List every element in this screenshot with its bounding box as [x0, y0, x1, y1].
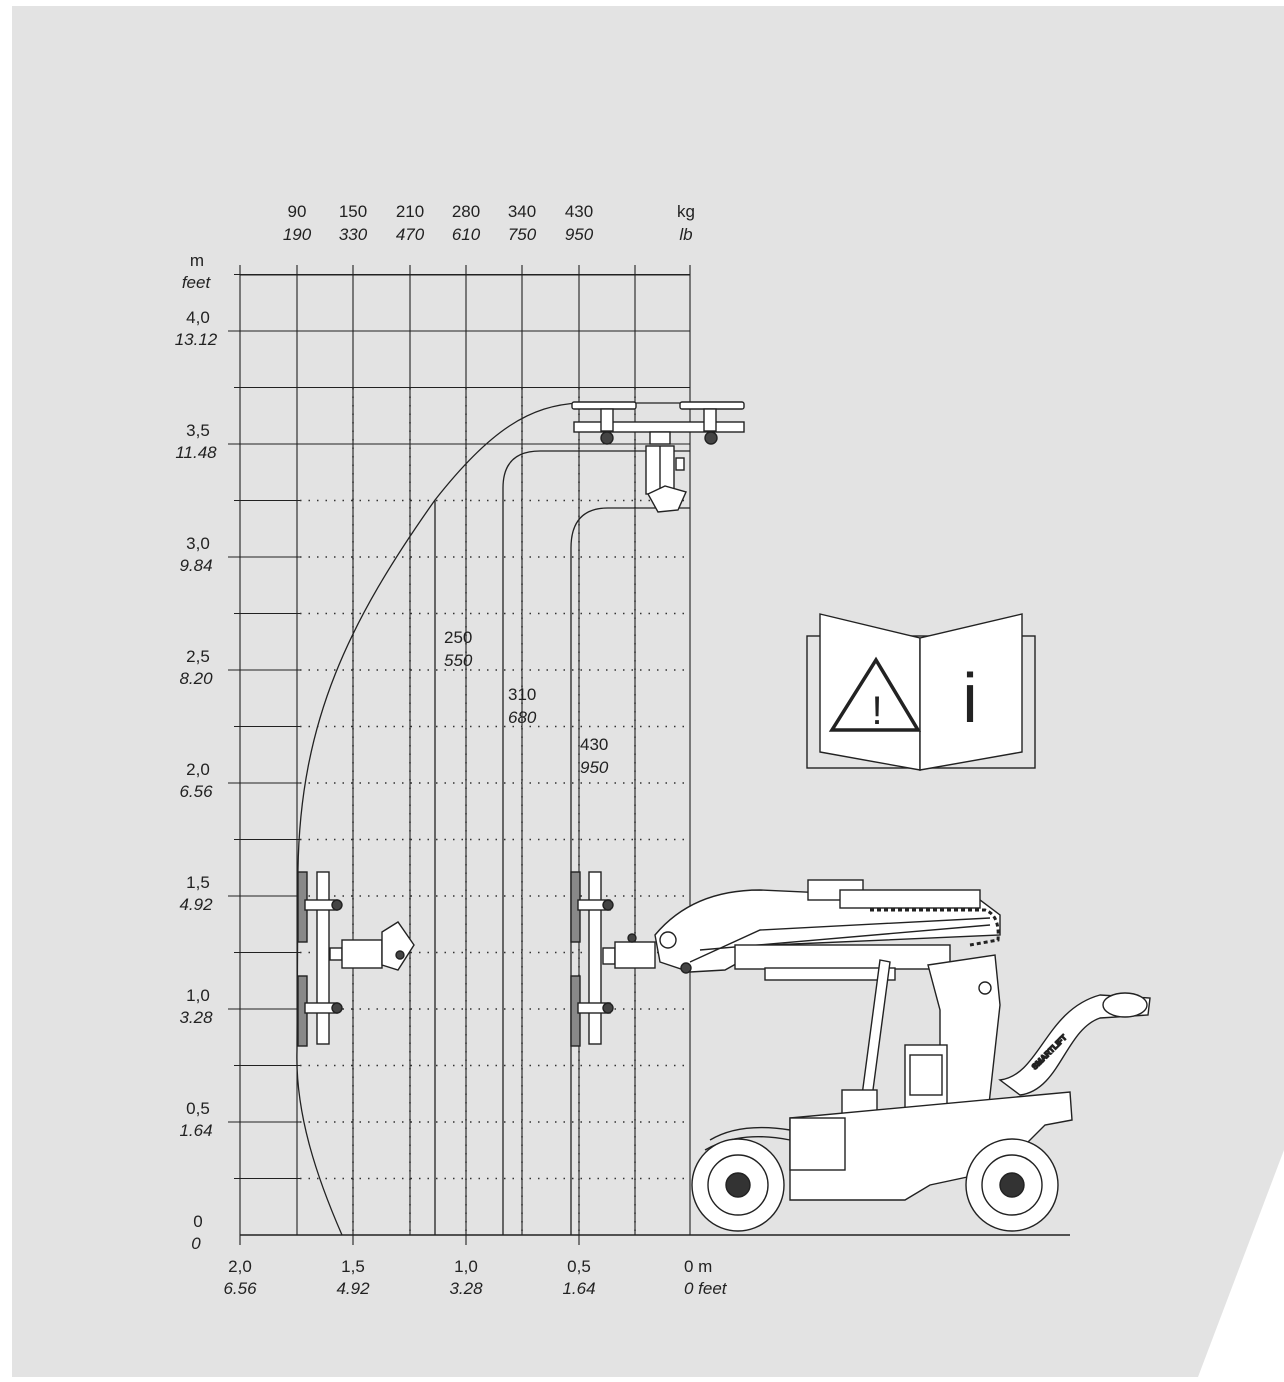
envelope-310kg	[502, 450, 690, 1235]
load-unit-kg: kg	[677, 202, 695, 221]
suction-frame-top	[571, 401, 745, 513]
top-load-kg: 150	[339, 202, 367, 221]
reach-label-ft: 6.56	[223, 1279, 257, 1298]
height-label-m: 3,0	[186, 534, 210, 553]
top-load-kg: 280	[452, 202, 480, 221]
top-load-lb: 470	[396, 225, 425, 244]
zone-load-lb: 950	[580, 758, 609, 777]
cable-chain	[870, 908, 1000, 947]
zone-load-lb: 680	[508, 708, 537, 727]
height-label-ft: 0	[191, 1234, 201, 1253]
load-unit-lb: lb	[679, 225, 692, 244]
reach-zero-m: 0 m	[684, 1257, 712, 1276]
height-label-m: 1,5	[186, 873, 210, 892]
height-label-m: 3,5	[186, 421, 210, 440]
reach-label-ft: 4.92	[336, 1279, 370, 1298]
background-panel	[12, 6, 1284, 1377]
reach-zero-feet: 0 feet	[684, 1279, 728, 1298]
grid	[228, 265, 691, 1245]
zone-load-kg: 250	[444, 628, 472, 647]
height-unit-feet: feet	[182, 273, 212, 292]
zone-load-kg: 430	[580, 735, 608, 754]
height-label-ft: 3.28	[179, 1008, 213, 1027]
zone-load-kg: 310	[508, 685, 536, 704]
height-label-m: 0,5	[186, 1099, 210, 1118]
reach-label-m: 1,0	[454, 1257, 478, 1276]
height-label-ft: 11.48	[175, 443, 217, 462]
top-load-kg: 430	[565, 202, 593, 221]
height-unit-m: m	[190, 251, 204, 270]
reach-label-ft: 1.64	[562, 1279, 595, 1298]
height-label-ft: 13.12	[175, 330, 218, 349]
top-load-kg: 90	[288, 202, 307, 221]
dotted-grid	[300, 388, 690, 1235]
top-load-kg: 210	[396, 202, 424, 221]
reach-label-ft: 3.28	[449, 1279, 483, 1298]
height-label-ft: 4.92	[179, 895, 213, 914]
info-i-icon: i	[962, 659, 978, 737]
height-label-m: 4,0	[186, 308, 210, 327]
height-label-ft: 9.84	[179, 556, 212, 575]
reach-label-m: 1,5	[341, 1257, 365, 1276]
suction-frame-left	[297, 871, 415, 1047]
suction-frame-mid	[570, 871, 656, 1047]
warning-triangle-icon	[828, 656, 922, 732]
envelope-outer-90kg	[296, 402, 690, 1236]
top-load-lb: 950	[565, 225, 594, 244]
envelope-430kg	[570, 507, 690, 1235]
warning-exclamation: !	[871, 689, 882, 733]
manual-book-icon: ! i	[806, 613, 1036, 771]
height-label-ft: 1.64	[179, 1121, 212, 1140]
height-label-ft: 6.56	[179, 782, 213, 801]
glazing-robot-machine: SMARTLIFT	[654, 879, 1151, 1232]
load-envelope-curves	[296, 402, 690, 1236]
top-load-lb: 330	[339, 225, 368, 244]
top-load-lb: 750	[508, 225, 537, 244]
control-handle	[998, 994, 1151, 1096]
top-load-lb: 610	[452, 225, 481, 244]
reach-label-m: 2,0	[228, 1257, 252, 1276]
height-label-ft: 8.20	[179, 669, 213, 688]
top-load-kg: 340	[508, 202, 536, 221]
height-label-m: 2,5	[186, 647, 210, 666]
top-load-lb: 190	[283, 225, 312, 244]
height-label-m: 0	[193, 1212, 202, 1231]
zone-load-lb: 550	[444, 651, 473, 670]
height-label-m: 1,0	[186, 986, 210, 1005]
labels: 90 190 150 330 210 470 280 610 340 750 430 950 4,0 13…	[175, 202, 609, 1298]
reach-label-m: 0,5	[567, 1257, 591, 1276]
height-label-m: 2,0	[186, 760, 210, 779]
